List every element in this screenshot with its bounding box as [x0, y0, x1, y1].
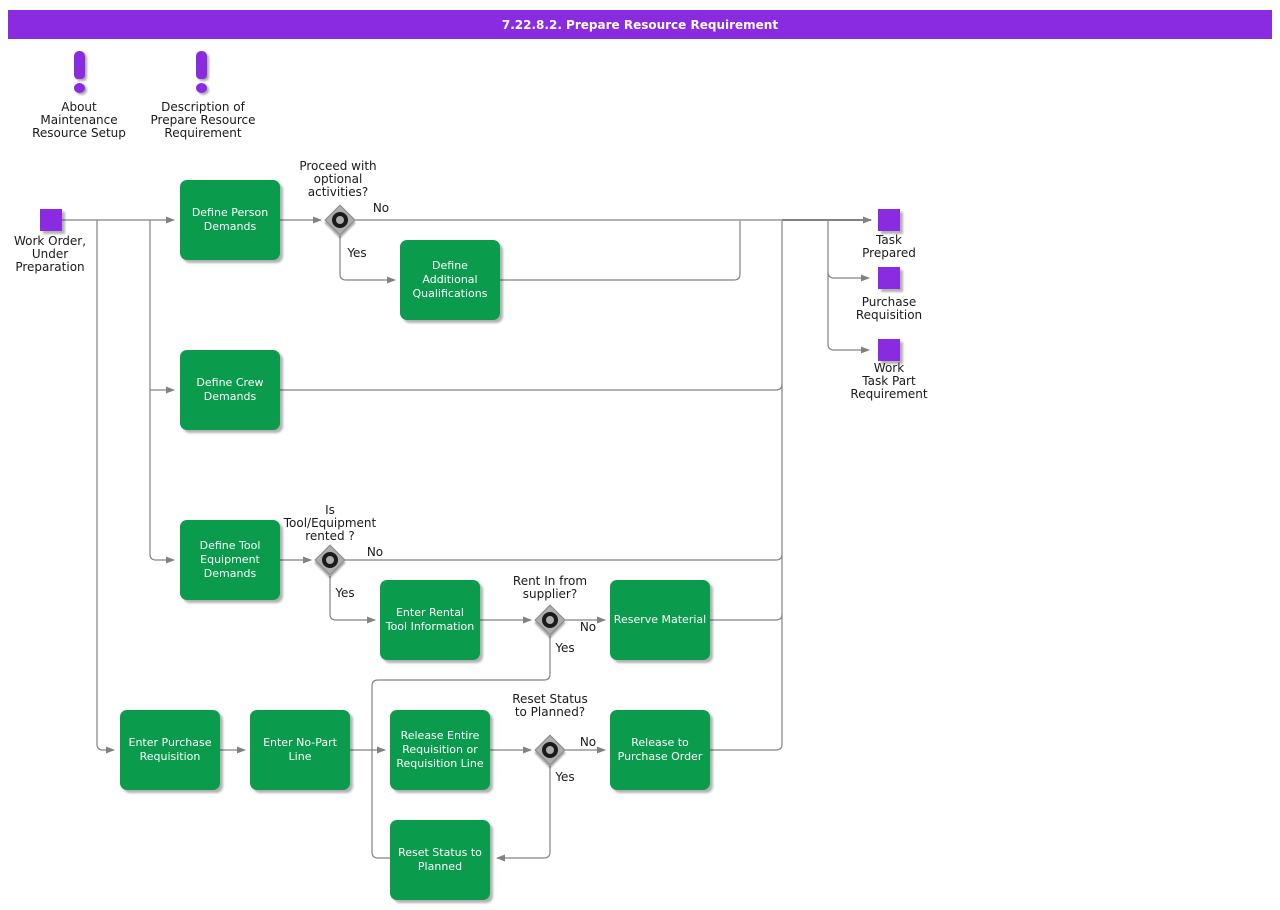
activity-define-crew-demands[interactable]: Define Crew Demands	[180, 350, 280, 430]
page-title: 7.22.8.2. Prepare Resource Requirement	[501, 17, 779, 32]
gateway-tool-equipment-rented	[314, 544, 346, 576]
end-event-label: Task Prepared	[862, 233, 916, 260]
activity-release-entire-requisition[interactable]: Release Entire Requisition or Requisitio…	[390, 710, 490, 790]
exclamation-dot	[196, 83, 207, 93]
description-info-icon[interactable]	[196, 51, 208, 93]
branch-label-no: No	[372, 201, 390, 215]
gateway-ring-icon	[542, 742, 558, 758]
gateway-ring-icon	[332, 212, 348, 228]
end-event-task-prepared[interactable]	[878, 209, 900, 231]
gateway-question: Reset Status to Planned?	[512, 692, 588, 719]
end-event-work-task-part-requirement[interactable]	[878, 339, 900, 361]
gateway-question: Proceed with optional activities?	[299, 159, 377, 199]
activity-define-tool-equipment-demands[interactable]: Define Tool Equipment Demands	[180, 520, 280, 600]
end-event-purchase-requisition[interactable]	[878, 267, 900, 289]
branch-label-no: No	[366, 545, 384, 559]
branch-label-yes: Yes	[335, 586, 355, 600]
description-info-label[interactable]: Description of Prepare Resource Requirem…	[150, 100, 256, 140]
gateway-rent-in-from-supplier	[534, 604, 566, 636]
gateway-ring-icon	[322, 552, 338, 568]
start-event-work-order[interactable]	[40, 209, 62, 231]
activity-release-to-purchase-order[interactable]: Release to Purchase Order	[610, 710, 710, 790]
start-event-label: Work Order, Under Preparation	[13, 234, 87, 274]
diagram-title-bar: 7.22.8.2. Prepare Resource Requirement	[8, 10, 1272, 39]
branch-label-no: No	[579, 735, 597, 749]
end-event-label: Purchase Requisition	[855, 295, 923, 322]
about-info-icon[interactable]	[74, 51, 86, 93]
exclamation-bar	[74, 51, 85, 79]
gateway-question: Rent In from supplier?	[512, 574, 588, 601]
activity-reserve-material[interactable]: Reserve Material	[610, 580, 710, 660]
activity-enter-purchase-requisition[interactable]: Enter Purchase Requisition	[120, 710, 220, 790]
exclamation-bar	[196, 51, 207, 79]
branch-label-no: No	[579, 620, 597, 634]
about-info-label[interactable]: About Maintenance Resource Setup	[32, 100, 126, 140]
activity-reset-status-to-planned[interactable]: Reset Status to Planned	[390, 820, 490, 900]
gateway-proceed-optional-activities	[324, 204, 356, 236]
activity-enter-rental-tool-information[interactable]: Enter Rental Tool Information	[380, 580, 480, 660]
gateway-ring-icon	[542, 612, 558, 628]
branch-label-yes: Yes	[555, 641, 575, 655]
activity-enter-no-part-line[interactable]: Enter No-Part Line	[250, 710, 350, 790]
gateway-question: Is Tool/Equipment rented ?	[283, 503, 377, 543]
activity-define-additional-qualifications[interactable]: Define Additional Qualifications	[400, 240, 500, 320]
branch-label-yes: Yes	[347, 246, 367, 260]
activity-define-person-demands[interactable]: Define Person Demands	[180, 180, 280, 260]
exclamation-dot	[74, 83, 85, 93]
end-event-label: Work Task Part Requirement	[850, 361, 928, 401]
branch-label-yes: Yes	[555, 770, 575, 784]
gateway-reset-status-to-planned	[534, 734, 566, 766]
